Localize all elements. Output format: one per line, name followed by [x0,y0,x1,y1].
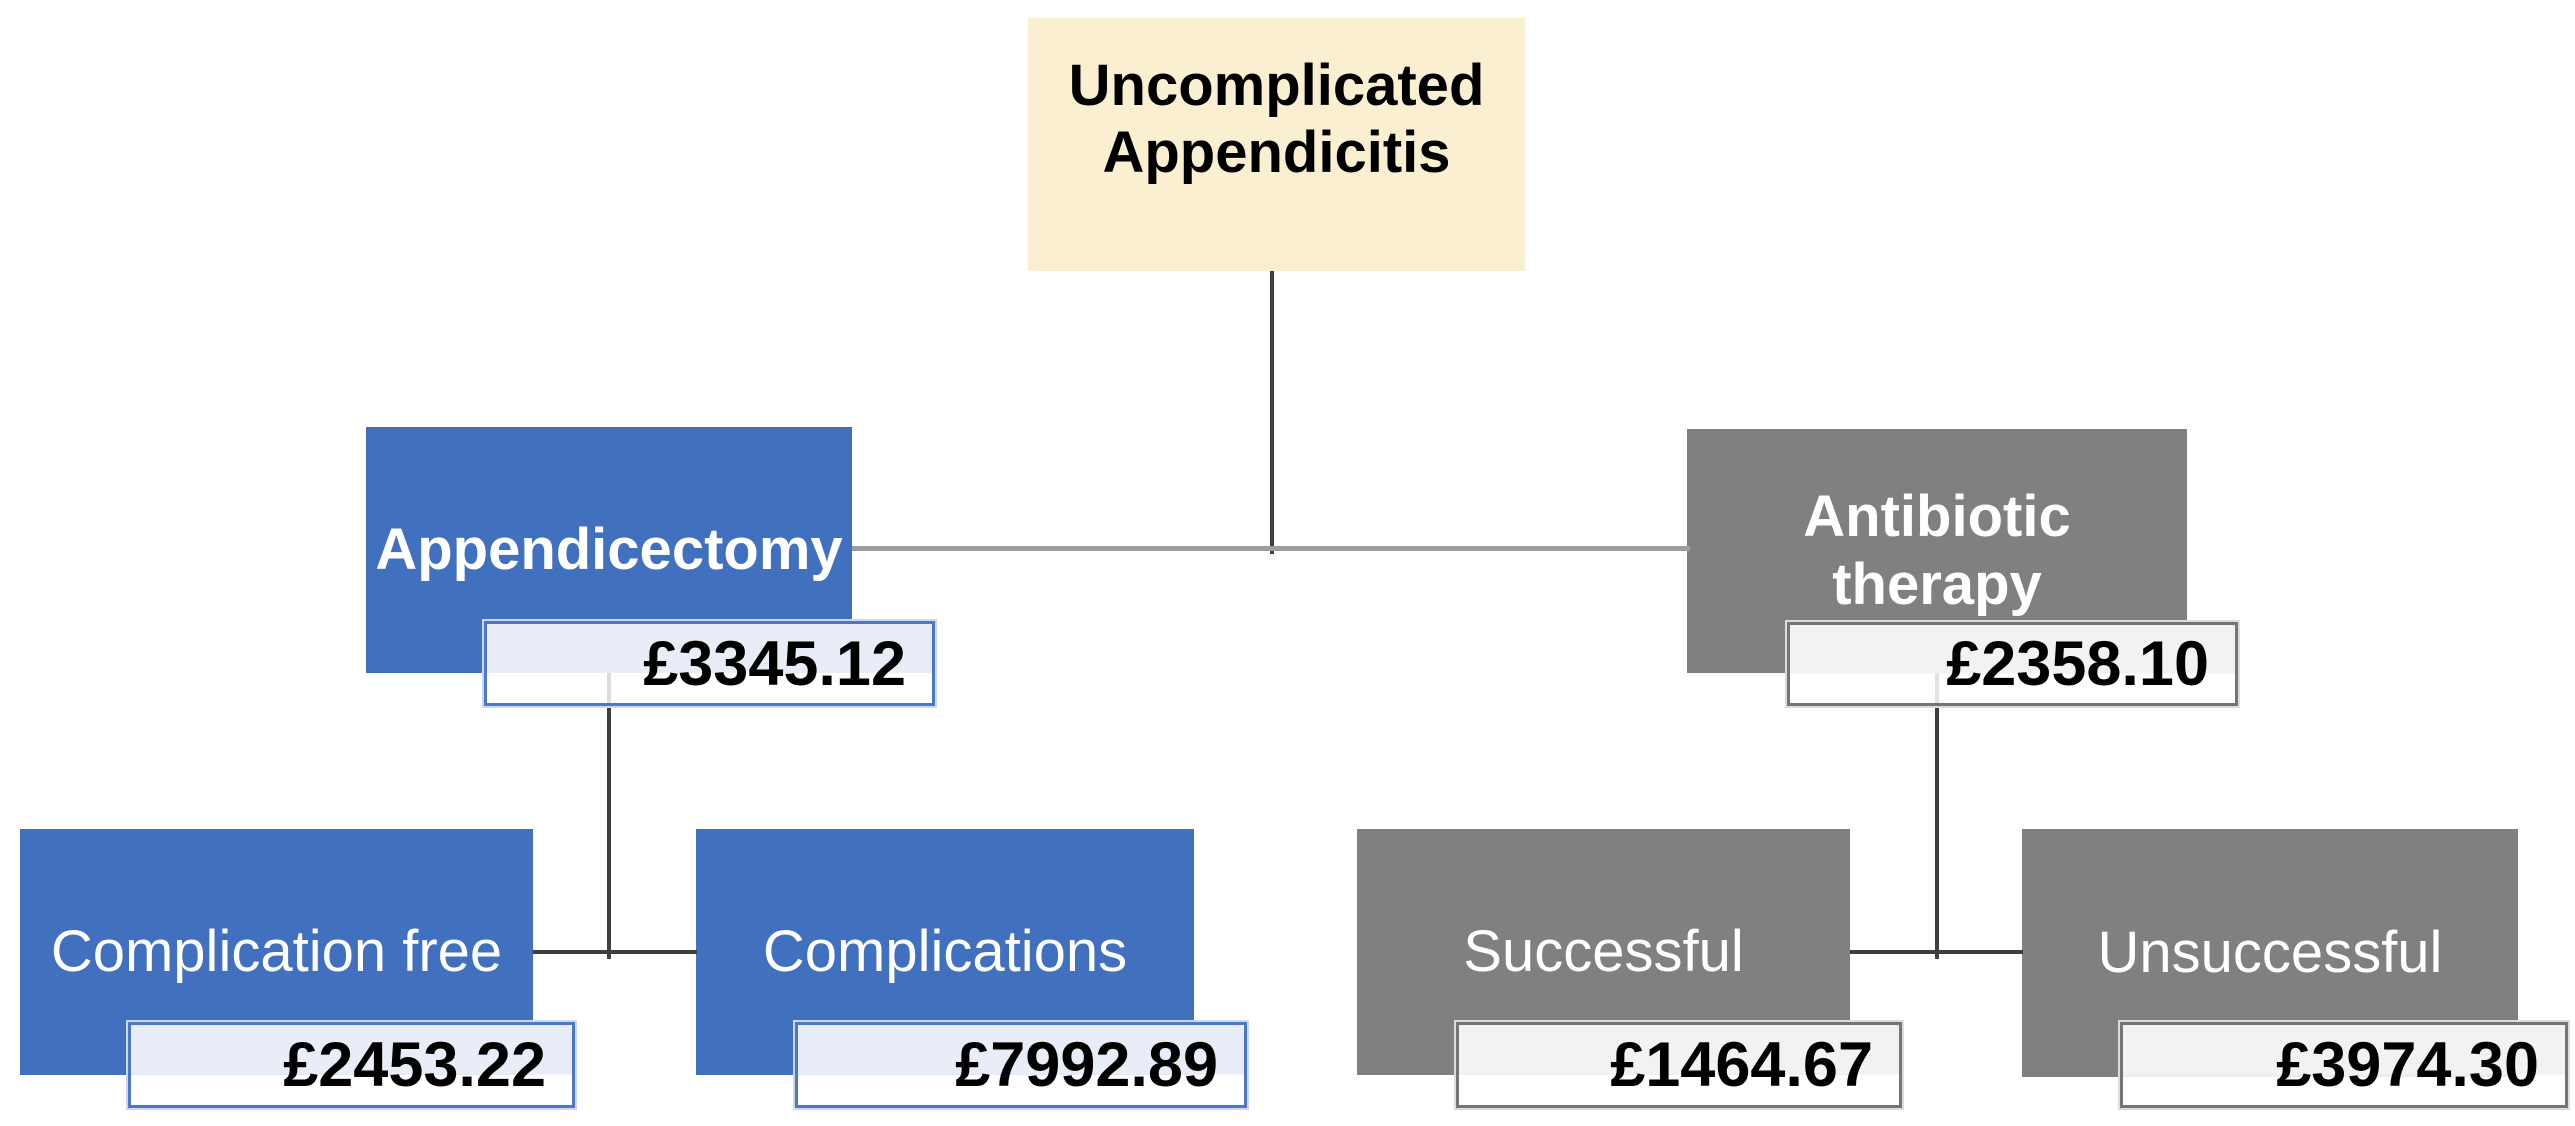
antibiotic-therapy-cost: £2358.10 [1946,629,2209,699]
complication-free-cost: £2453.22 [283,1030,546,1100]
price-tag-complications: £7992.89 [795,1022,1247,1108]
price-tag-successful: £1464.67 [1456,1022,1902,1108]
unsuccessful-cost: £3974.30 [2276,1030,2539,1100]
antibiotic-therapy-label: Antibiotic therapy [1803,483,2071,617]
price-tag-appendicectomy: £3345.12 [484,621,935,706]
successful-label: Successful [1463,918,1744,984]
complications-cost: £7992.89 [955,1030,1218,1100]
price-tag-unsuccessful: £3974.30 [2120,1022,2568,1108]
root-label: Uncomplicated Appendicitis [1068,53,1485,186]
node-uncomplicated-appendicitis: Uncomplicated Appendicitis [1028,18,1525,271]
complication-free-label: Complication free [50,918,503,984]
connector-appendicectomy-vertical [607,673,611,959]
connector-antibiotic-children-horizontal [1850,950,2023,954]
connector-level1-horizontal [852,546,1690,551]
price-tag-antibiotic-therapy: £2358.10 [1787,622,2238,706]
connector-antibiotic-vertical [1935,673,1939,959]
unsuccessful-label: Unsuccessful [2097,919,2443,985]
complications-label: Complications [762,918,1128,984]
appendicectomy-label: Appendicectomy [375,516,843,582]
appendicectomy-cost: £3345.12 [643,628,906,699]
connector-surgery-children-horizontal [533,950,697,954]
connector-root-vertical [1270,271,1274,554]
successful-cost: £1464.67 [1610,1030,1873,1100]
price-tag-complication-free: £2453.22 [128,1022,575,1108]
